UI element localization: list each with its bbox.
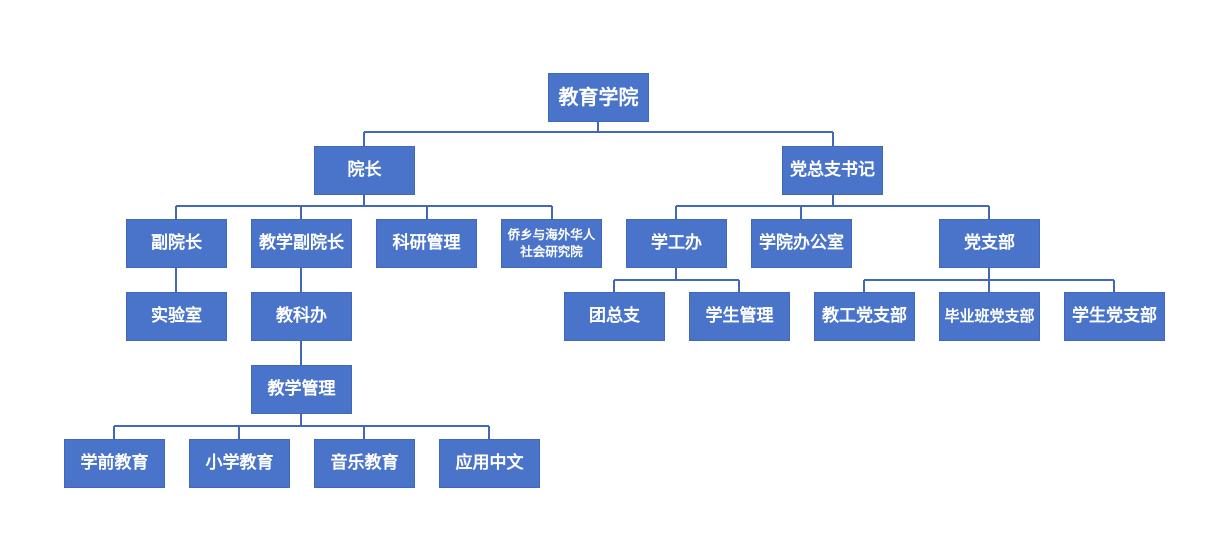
node-label: 学生管理 [705,305,774,326]
node-label: 教学副院长 [259,232,344,253]
node-student-party-branch: 学生党支部 [1064,292,1165,341]
node-label: 学前教育 [80,452,149,473]
node-label: 音乐教育 [330,452,399,473]
node-applied-chinese: 应用中文 [439,439,540,488]
node-label: 实验室 [151,305,202,326]
node-preschool-education: 学前教育 [64,439,165,488]
node-label: 院长 [347,159,382,180]
node-label: 团总支 [589,305,640,326]
node-label: 小学教育 [205,452,274,473]
node-root: 教育学院 [548,73,649,122]
node-laboratory: 实验室 [126,292,227,341]
node-graduating-class-party-branch: 毕业班党支部 [939,292,1040,341]
node-music-education: 音乐教育 [314,439,415,488]
node-label: 党支部 [964,232,1015,253]
node-party-secretary: 党总支书记 [782,146,883,195]
node-label: 教科办 [276,305,327,326]
node-teaching-management: 教学管理 [251,365,352,414]
node-label: 学工办 [651,232,702,253]
node-label: 毕业班党支部 [944,306,1035,325]
node-teaching-vice-dean: 教学副院长 [251,219,352,268]
node-primary-education: 小学教育 [189,439,290,488]
node-student-management: 学生管理 [689,292,790,341]
node-label: 党总支书记 [790,159,875,180]
node-label: 教工党支部 [822,305,907,326]
node-label: 教育学院 [558,85,639,109]
node-label: 科研管理 [392,232,461,253]
node-college-office: 学院办公室 [751,219,852,268]
node-label: 学生党支部 [1072,305,1157,326]
node-label: 学院办公室 [759,232,844,253]
node-label: 侨乡与海外华人 社会研究院 [507,226,596,259]
node-faculty-party-branch: 教工党支部 [814,292,915,341]
node-label: 教学管理 [267,378,336,399]
node-label: 应用中文 [455,452,524,473]
node-research-management: 科研管理 [376,219,477,268]
node-youth-league-branch: 团总支 [564,292,665,341]
node-dean: 院长 [314,146,415,195]
node-label: 副院长 [151,232,202,253]
node-vice-dean: 副院长 [126,219,227,268]
node-party-branch: 党支部 [939,219,1040,268]
node-teaching-research-office: 教科办 [251,292,352,341]
node-overseas-chinese-institute: 侨乡与海外华人 社会研究院 [501,219,602,268]
node-student-affairs-office: 学工办 [626,219,727,268]
